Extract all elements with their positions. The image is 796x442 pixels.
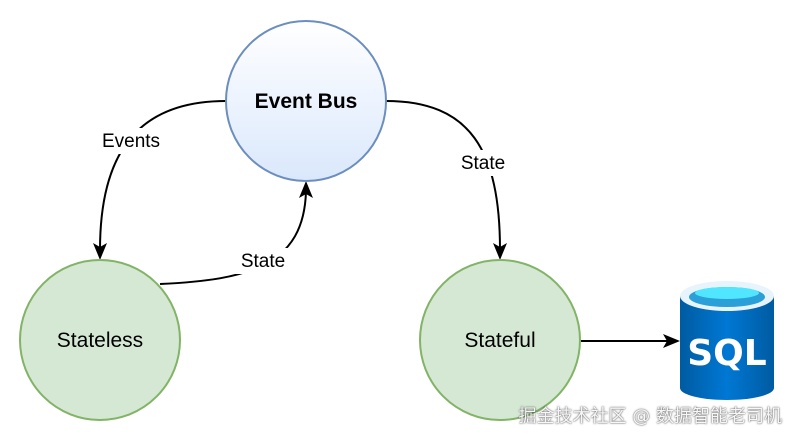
edge-label-bg xyxy=(452,150,514,176)
sql-cylinder-top-highlight xyxy=(695,287,759,299)
arrowhead xyxy=(93,243,107,260)
node-circle xyxy=(225,20,387,182)
edge-eventbus-to-stateful: State xyxy=(385,100,514,260)
arrowhead xyxy=(663,334,680,348)
edge-eventbus-to-stateless: Events xyxy=(92,100,227,260)
edge-label-state: State xyxy=(241,251,285,272)
edge-label-bg xyxy=(92,128,170,154)
node-stateful: Stateful xyxy=(419,259,581,421)
node-label-stateful: Stateful xyxy=(464,329,535,352)
azure-sql-database-icon: SQL xyxy=(680,281,774,400)
watermark: 掘金技术社区 @ 数据智能老司机 xyxy=(518,406,782,427)
edge-stateful-to-sql xyxy=(581,334,680,348)
edge-label-state: State xyxy=(461,153,505,174)
edge-stateless-to-eventbus: State xyxy=(159,181,313,285)
node-label-stateless: Stateless xyxy=(57,329,143,352)
edge-line xyxy=(99,100,227,251)
edge-label-events: Events xyxy=(102,131,160,152)
arrowhead xyxy=(493,243,507,260)
node-event-bus: Event Bus xyxy=(225,20,387,182)
node-circle xyxy=(19,259,181,421)
edge-label-bg xyxy=(233,248,293,274)
node-circle xyxy=(419,259,581,421)
sql-label: SQL xyxy=(687,333,766,374)
node-stateless: Stateless xyxy=(19,259,181,421)
node-label-event-bus: Event Bus xyxy=(255,90,358,113)
arrowhead xyxy=(299,181,313,198)
edge-line xyxy=(385,100,501,251)
sql-cylinder-body xyxy=(680,296,774,400)
